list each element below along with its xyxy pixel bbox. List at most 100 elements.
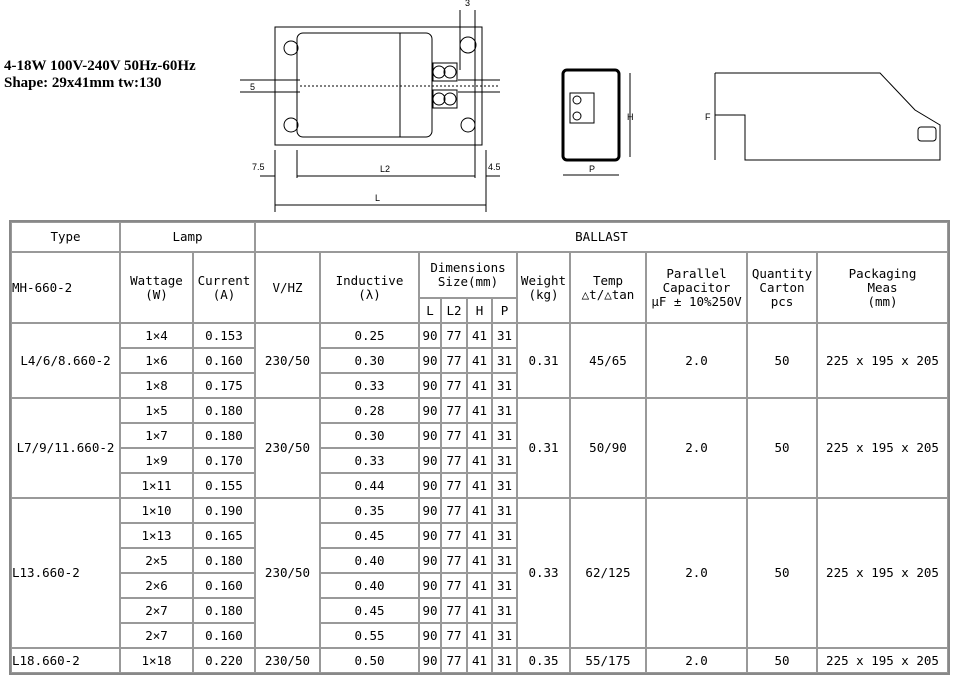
dim-l-cell: 90 bbox=[419, 548, 441, 573]
dim-l2-cell: 77 bbox=[441, 648, 467, 673]
wattage-cell: 2×6 bbox=[120, 573, 193, 598]
header-dim-l2: L2 bbox=[441, 298, 467, 323]
current-cell: 0.165 bbox=[193, 523, 255, 548]
dim-p-cell: 31 bbox=[492, 523, 517, 548]
current-cell: 0.153 bbox=[193, 323, 255, 348]
inductive-cell: 0.33 bbox=[320, 448, 419, 473]
header-lamp: Lamp bbox=[120, 222, 255, 252]
weight-cell: 0.31 bbox=[517, 323, 570, 398]
dim-l-cell: 90 bbox=[419, 323, 441, 348]
dim-5-label: 5 bbox=[250, 82, 255, 92]
packaging-cell: 225 x 195 x 205 bbox=[817, 323, 948, 398]
temp-cell: 55/175 bbox=[570, 648, 646, 673]
spec-line-2: Shape: 29x41mm tw:130 bbox=[4, 75, 162, 91]
dim-l2-cell: 77 bbox=[441, 498, 467, 523]
current-cell: 0.220 bbox=[193, 648, 255, 673]
header-dim-h: H bbox=[467, 298, 492, 323]
inductive-cell: 0.45 bbox=[320, 598, 419, 623]
inductive-cell: 0.40 bbox=[320, 573, 419, 598]
dim-p-cell: 31 bbox=[492, 323, 517, 348]
capacitor-cell: 2.0 bbox=[646, 648, 747, 673]
dim-p-cell: 31 bbox=[492, 398, 517, 423]
temp-cell: 50/90 bbox=[570, 398, 646, 498]
header-wattage: Wattage(W) bbox=[120, 252, 193, 323]
current-cell: 0.180 bbox=[193, 598, 255, 623]
dim-h-label: H bbox=[627, 112, 634, 122]
current-cell: 0.180 bbox=[193, 398, 255, 423]
wattage-cell: 2×7 bbox=[120, 623, 193, 648]
dim-l2-cell: 77 bbox=[441, 423, 467, 448]
inductive-cell: 0.55 bbox=[320, 623, 419, 648]
top-view-drawing: 5 3 7.5 4.5 L2 L bbox=[240, 0, 500, 212]
dim-h-cell: 41 bbox=[467, 573, 492, 598]
wattage-cell: 1×5 bbox=[120, 398, 193, 423]
side-view-drawing: F bbox=[705, 72, 941, 161]
header-weight: Weight(kg) bbox=[517, 252, 570, 323]
quantity-cell: 50 bbox=[747, 398, 817, 498]
current-cell: 0.155 bbox=[193, 473, 255, 498]
dim-l2-cell: 77 bbox=[441, 623, 467, 648]
inductive-cell: 0.30 bbox=[320, 423, 419, 448]
dim-h-cell: 41 bbox=[467, 423, 492, 448]
type-cell: L18.660-2 bbox=[11, 648, 120, 673]
weight-cell: 0.35 bbox=[517, 648, 570, 673]
dim-h-cell: 41 bbox=[467, 523, 492, 548]
dim-h-cell: 41 bbox=[467, 598, 492, 623]
inductive-cell: 0.45 bbox=[320, 523, 419, 548]
capacitor-cell: 2.0 bbox=[646, 323, 747, 398]
dim-l2-cell: 77 bbox=[441, 323, 467, 348]
dim-h-cell: 41 bbox=[467, 323, 492, 348]
current-cell: 0.160 bbox=[193, 623, 255, 648]
dim-l-cell: 90 bbox=[419, 348, 441, 373]
dim-p-cell: 31 bbox=[492, 598, 517, 623]
dim-4-5-label: 4.5 bbox=[488, 162, 500, 172]
dim-l2-cell: 77 bbox=[441, 598, 467, 623]
dim-l2-cell: 77 bbox=[441, 548, 467, 573]
wattage-cell: 1×13 bbox=[120, 523, 193, 548]
end-view-drawing: H P bbox=[561, 68, 634, 176]
header-inductive: Inductive(λ) bbox=[320, 252, 419, 323]
type-cell: L4/6/8.660-2 bbox=[11, 323, 120, 398]
quantity-cell: 50 bbox=[747, 498, 817, 648]
current-cell: 0.160 bbox=[193, 573, 255, 598]
header-model: MH-660-2 bbox=[11, 252, 120, 323]
dim-l2-cell: 77 bbox=[441, 473, 467, 498]
packaging-cell: 225 x 195 x 205 bbox=[817, 398, 948, 498]
dim-p-cell: 31 bbox=[492, 348, 517, 373]
header-type: Type bbox=[11, 222, 120, 252]
wattage-cell: 1×7 bbox=[120, 423, 193, 448]
dim-l-label: L bbox=[375, 193, 380, 203]
wattage-cell: 1×10 bbox=[120, 498, 193, 523]
current-cell: 0.190 bbox=[193, 498, 255, 523]
capacitor-cell: 2.0 bbox=[646, 398, 747, 498]
dim-l-cell: 90 bbox=[419, 648, 441, 673]
dim-h-cell: 41 bbox=[467, 448, 492, 473]
dim-p-cell: 31 bbox=[492, 373, 517, 398]
dim-l2-cell: 77 bbox=[441, 448, 467, 473]
dim-h-cell: 41 bbox=[467, 348, 492, 373]
dim-h-cell: 41 bbox=[467, 548, 492, 573]
inductive-cell: 0.33 bbox=[320, 373, 419, 398]
dim-p-cell: 31 bbox=[492, 423, 517, 448]
wattage-cell: 1×9 bbox=[120, 448, 193, 473]
dim-l-cell: 90 bbox=[419, 523, 441, 548]
inductive-cell: 0.28 bbox=[320, 398, 419, 423]
current-cell: 0.170 bbox=[193, 448, 255, 473]
header-temp: Temp△t/△tan bbox=[570, 252, 646, 323]
dim-p-cell: 31 bbox=[492, 623, 517, 648]
wattage-cell: 1×6 bbox=[120, 348, 193, 373]
vhz-cell: 230/50 bbox=[255, 648, 320, 673]
dim-l2-label: L2 bbox=[380, 164, 390, 174]
dim-l2-cell: 77 bbox=[441, 373, 467, 398]
current-cell: 0.180 bbox=[193, 548, 255, 573]
